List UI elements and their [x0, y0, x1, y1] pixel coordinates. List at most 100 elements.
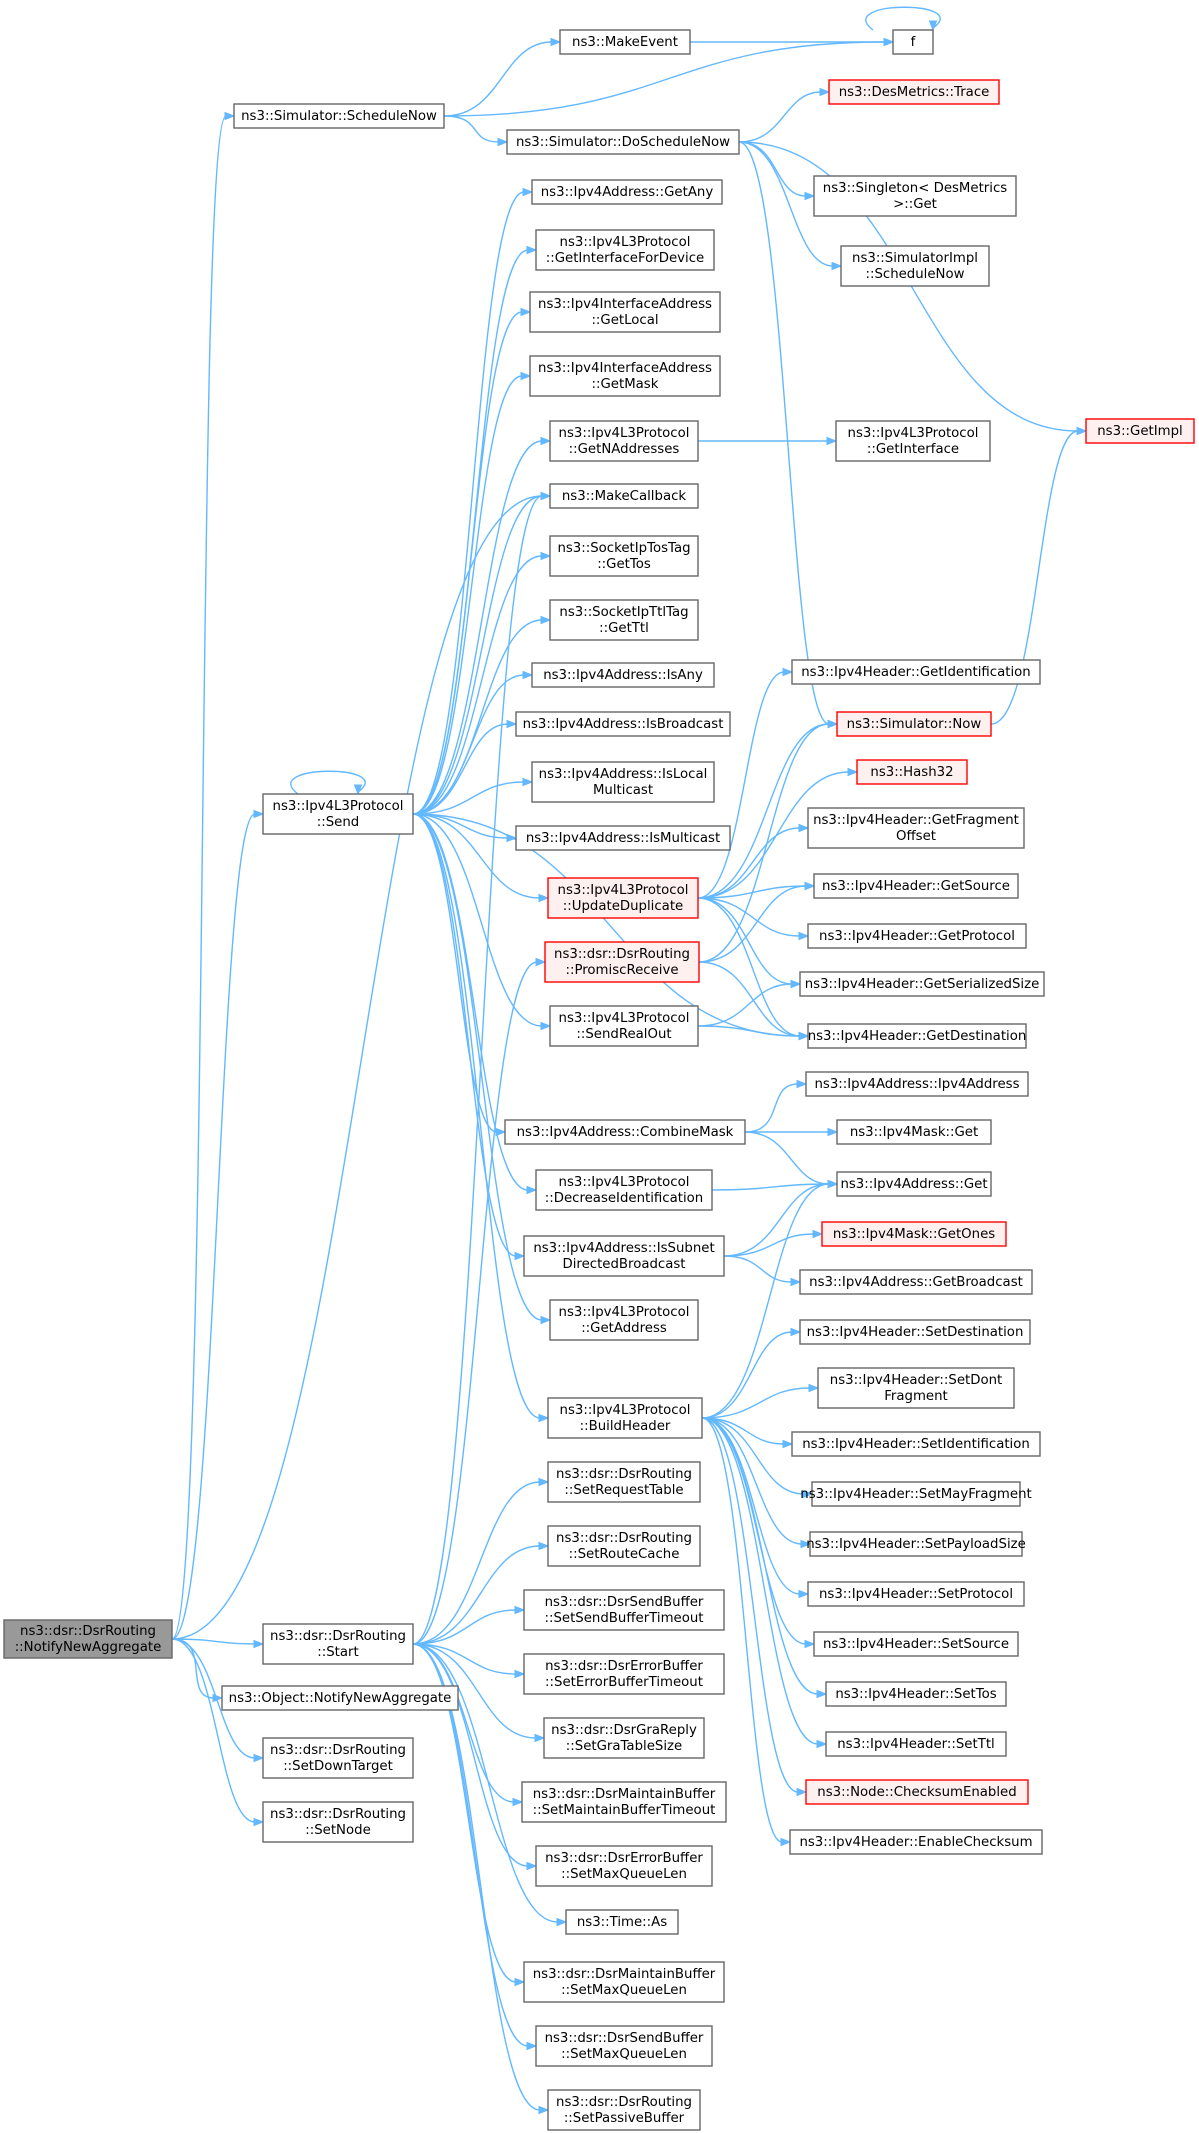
- node-setgra[interactable]: ns3::dsr::DsrGraReply::SetGraTableSize: [543, 1717, 705, 1759]
- node-setpassive[interactable]: ns3::dsr::DsrRouting::SetPassiveBuffer: [547, 2089, 701, 2131]
- node-sendreal[interactable]: ns3::Ipv4L3Protocol::SendRealOut: [549, 1005, 699, 1047]
- node-ismc[interactable]: ns3::Ipv4Address::IsMulticast: [515, 825, 731, 851]
- edge-arrowhead: [253, 1753, 265, 1763]
- node-label-line: ::GetTos: [597, 557, 651, 572]
- node-label-line: ns3::Ipv4Header::SetProtocol: [819, 1587, 1013, 1602]
- node-sendmaxq[interactable]: ns3::dsr::DsrSendBuffer::SetMaxQueueLen: [535, 2025, 713, 2067]
- edge-arrowhead: [353, 784, 363, 796]
- node-hash32[interactable]: ns3::Hash32: [856, 759, 968, 785]
- node-box: [1085, 418, 1195, 444]
- node-getident[interactable]: ns3::Ipv4Header::GetIdentification: [791, 659, 1041, 685]
- node-simimpl[interactable]: ns3::SimulatorImpl::ScheduleNow: [840, 245, 990, 287]
- node-setsendbuf[interactable]: ns3::dsr::DsrSendBuffer::SetSendBufferTi…: [523, 1589, 725, 1631]
- node-objnotify[interactable]: ns3::Object::NotifyNewAggregate: [221, 1685, 459, 1711]
- node-maintmaxq[interactable]: ns3::dsr::DsrMaintainBuffer::SetMaxQueue…: [523, 1961, 725, 2003]
- call-edge-root-to-setnode: [171, 1638, 256, 1823]
- node-label-line: ::SetPassiveBuffer: [564, 2111, 685, 2126]
- call-edge-start-to-setpassive: [412, 1643, 541, 2111]
- node-ipv4addr[interactable]: ns3::Ipv4Address::Ipv4Address: [805, 1071, 1029, 1097]
- node-maskget[interactable]: ns3::Ipv4Mask::Get: [836, 1119, 992, 1145]
- node-decid[interactable]: ns3::Ipv4L3Protocol::DecreaseIdentificat…: [535, 1169, 713, 1211]
- node-getiface[interactable]: ns3::Ipv4L3Protocol::GetInterface: [835, 420, 991, 462]
- node-getimpl[interactable]: ns3::GetImpl: [1085, 418, 1195, 444]
- node-getaddress[interactable]: ns3::Ipv4L3Protocol::GetAddress: [549, 1299, 699, 1341]
- node-errmaxq[interactable]: ns3::dsr::DsrErrorBuffer::SetMaxQueueLen: [535, 1845, 713, 1887]
- node-label-line: ns3::Ipv4L3Protocol: [559, 426, 690, 441]
- node-getmask[interactable]: ns3::Ipv4InterfaceAddress::GetMask: [529, 355, 721, 397]
- node-root[interactable]: ns3::dsr::DsrRouting::NotifyNewAggregate: [3, 1619, 173, 1659]
- node-setproto[interactable]: ns3::Ipv4Header::SetProtocol: [807, 1581, 1025, 1607]
- edge-arrowhead: [514, 1251, 526, 1261]
- node-box: [813, 1631, 1019, 1657]
- node-send[interactable]: ns3::Ipv4L3Protocol::Send: [262, 793, 414, 835]
- node-settos[interactable]: ns3::Ipv4Header::SetTos: [825, 1681, 1007, 1707]
- node-isbcast[interactable]: ns3::Ipv4Address::IsBroadcast: [515, 711, 731, 737]
- edge-arrowhead: [520, 371, 532, 381]
- call-edge-send-to-getaddress: [412, 813, 543, 1321]
- node-label-line: ::SetErrorBufferTimeout: [545, 1675, 703, 1690]
- node-getser[interactable]: ns3::Ipv4Header::GetSerializedSize: [799, 971, 1045, 997]
- node-makecb[interactable]: ns3::MakeCallback: [549, 483, 699, 509]
- node-makeevent[interactable]: ns3::MakeEvent: [559, 29, 691, 55]
- node-start[interactable]: ns3::dsr::DsrRouting::Start: [262, 1623, 414, 1665]
- node-f[interactable]: f: [892, 29, 934, 55]
- node-setmaint[interactable]: ns3::dsr::DsrMaintainBuffer::SetMaintain…: [521, 1781, 727, 1823]
- node-setnode[interactable]: ns3::dsr::DsrRouting::SetNode: [262, 1801, 414, 1843]
- node-setttl[interactable]: ns3::Ipv4Header::SetTtl: [825, 1731, 1007, 1757]
- node-getproto[interactable]: ns3::Ipv4Header::GetProtocol: [807, 923, 1027, 949]
- node-label-line: ns3::Ipv4L3Protocol: [848, 426, 979, 441]
- edge-arrowhead: [535, 957, 547, 967]
- node-setdown[interactable]: ns3::dsr::DsrRouting::SetDownTarget: [262, 1737, 414, 1779]
- node-setdest[interactable]: ns3::Ipv4Header::SetDestination: [799, 1319, 1031, 1345]
- node-box: [813, 873, 1019, 899]
- edge-arrowhead: [538, 2105, 550, 2115]
- node-trace[interactable]: ns3::DesMetrics::Trace: [828, 79, 1000, 105]
- node-label-line: ns3::Ipv4Mask::GetOnes: [833, 1227, 995, 1242]
- node-getbcast[interactable]: ns3::Ipv4Address::GetBroadcast: [799, 1269, 1033, 1295]
- node-label-line: ns3::Simulator::Now: [847, 717, 982, 732]
- node-dosched[interactable]: ns3::Simulator::DoScheduleNow: [506, 129, 740, 155]
- node-box: [813, 175, 1017, 217]
- node-getones[interactable]: ns3::Ipv4Mask::GetOnes: [821, 1221, 1007, 1247]
- call-edge-root-to-makecb: [171, 495, 543, 1640]
- edge-arrowhead: [831, 261, 843, 271]
- call-edge-updup-to-getfrag: [697, 827, 801, 899]
- node-sched[interactable]: ns3::Simulator::ScheduleNow: [233, 103, 445, 129]
- node-setmayfrag[interactable]: ns3::Ipv4Header::SetMayFragment: [800, 1481, 1032, 1507]
- node-isany[interactable]: ns3::Ipv4Address::IsAny: [531, 662, 715, 688]
- node-label-line: ns3::dsr::DsrRouting: [270, 1629, 406, 1644]
- node-now[interactable]: ns3::Simulator::Now: [836, 711, 992, 737]
- node-setsrc[interactable]: ns3::Ipv4Header::SetSource: [813, 1631, 1019, 1657]
- node-getdest[interactable]: ns3::Ipv4Header::GetDestination: [807, 1023, 1027, 1049]
- node-getttl[interactable]: ns3::SocketIpTtlTag::GetTtl: [549, 599, 699, 641]
- node-timeas[interactable]: ns3::Time::As: [565, 1909, 679, 1935]
- node-getany[interactable]: ns3::Ipv4Address::GetAny: [531, 179, 723, 205]
- node-label-line: ::GetMask: [592, 377, 659, 392]
- node-getnaddr[interactable]: ns3::Ipv4L3Protocol::GetNAddresses: [549, 420, 699, 462]
- node-enablecs[interactable]: ns3::Ipv4Header::EnableChecksum: [789, 1829, 1043, 1855]
- node-setident[interactable]: ns3::Ipv4Header::SetIdentification: [791, 1431, 1041, 1457]
- node-combine[interactable]: ns3::Ipv4Address::CombineMask: [504, 1119, 746, 1145]
- node-getiffordev[interactable]: ns3::Ipv4L3Protocol::GetInterfaceForDevi…: [535, 229, 715, 271]
- node-setreqtable[interactable]: ns3::dsr::DsrRouting::SetRequestTable: [547, 1461, 701, 1503]
- node-promisc[interactable]: ns3::dsr::DsrRouting::PromiscReceive: [544, 941, 700, 983]
- node-updup[interactable]: ns3::Ipv4L3Protocol::UpdateDuplicate: [547, 877, 699, 919]
- node-checksum[interactable]: ns3::Node::ChecksumEnabled: [805, 1779, 1029, 1805]
- node-addrget[interactable]: ns3::Ipv4Address::Get: [836, 1171, 992, 1197]
- node-box: [799, 971, 1045, 997]
- node-singleton[interactable]: ns3::Singleton< DesMetrics>::Get: [813, 175, 1017, 217]
- node-label-line: ns3::Ipv4Header::SetTtl: [837, 1737, 994, 1752]
- call-edge-root-to-objnotify: [171, 1638, 215, 1699]
- node-setpayload[interactable]: ns3::Ipv4Header::SetPayloadSize: [806, 1531, 1026, 1557]
- node-seterrbuf[interactable]: ns3::dsr::DsrErrorBuffer::SetErrorBuffer…: [523, 1653, 725, 1695]
- node-setroutecache[interactable]: ns3::dsr::DsrRouting::SetRouteCache: [547, 1525, 701, 1567]
- node-label-line: ns3::Ipv4Header::GetDestination: [808, 1029, 1027, 1044]
- node-buildhdr[interactable]: ns3::Ipv4L3Protocol::BuildHeader: [547, 1397, 703, 1439]
- node-getsrc[interactable]: ns3::Ipv4Header::GetSource: [813, 873, 1019, 899]
- node-gettos[interactable]: ns3::SocketIpTosTag::GetTos: [549, 535, 699, 577]
- node-getlocal[interactable]: ns3::Ipv4InterfaceAddress::GetLocal: [529, 291, 721, 333]
- node-issubnet[interactable]: ns3::Ipv4Address::IsSubnetDirectedBroadc…: [523, 1235, 725, 1277]
